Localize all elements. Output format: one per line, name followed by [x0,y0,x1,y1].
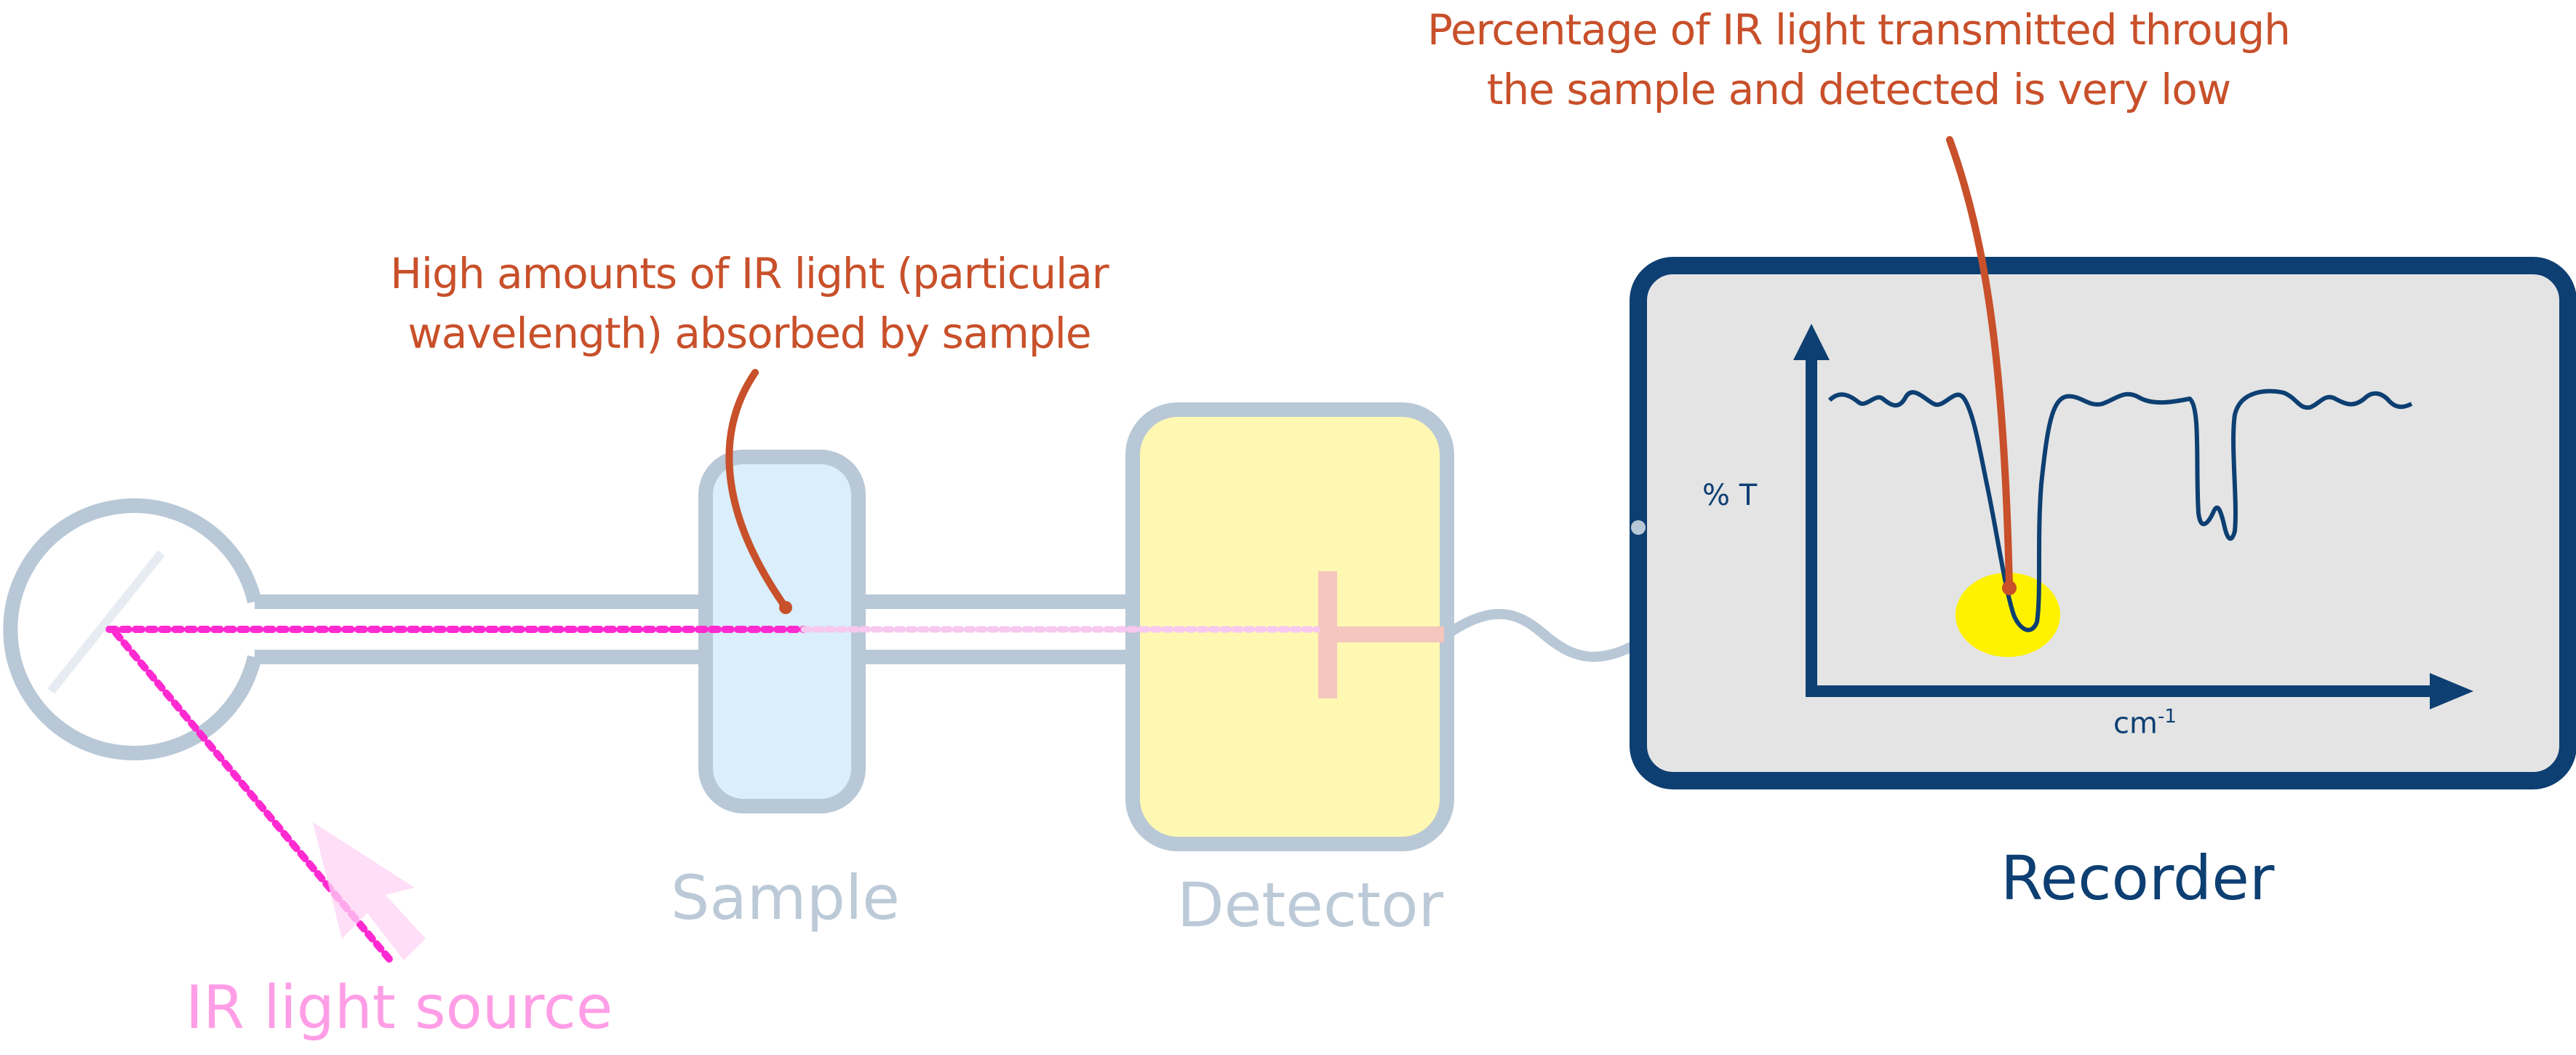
signal-cable [1444,608,1640,662]
y-axis-arrow-icon [1793,324,1830,360]
absorbed-pointer-dot [779,601,792,614]
source-label: IR light source [186,974,613,1043]
absorption-highlight [1955,573,2060,657]
sample-label: Sample [671,862,900,933]
x-axis-arrow-icon [2430,673,2473,709]
beam-tube-1 [255,594,709,664]
arrow-cursor-icon [313,822,426,960]
mirror-icon [47,550,165,694]
x-axis-label-unit: cm [2113,706,2158,741]
beam-tube-2 [858,594,1131,664]
recorder-label: Recorder [2001,843,2275,914]
transmitted-annotation: Percentage of IR light transmitted throu… [1368,0,2350,119]
y-axis-label: % T [1702,479,1758,512]
absorbed-pointer [725,369,789,611]
transmitted-pointer-dot [2002,581,2017,595]
x-axis-label-exponent: -1 [2157,706,2177,728]
x-axis-label: cm-1 [2113,706,2177,740]
transmitted-annotation-line1: Percentage of IR light transmitted throu… [1427,5,2291,55]
absorbed-annotation: High amounts of IR light (particular wav… [342,244,1157,363]
transmitted-pointer [1946,136,2013,589]
recorder-axes [1793,324,2473,709]
transmitted-annotation-line2: the sample and detected is very low [1486,65,2231,114]
detector-label: Detector [1177,869,1444,941]
spectrum-trace [1827,389,2413,632]
recorder-input-port [1631,520,1646,535]
absorbed-annotation-line2: wavelength) absorbed by sample [407,308,1091,358]
detector-element [1318,571,1444,698]
recorder-box [1630,257,2576,789]
absorbed-annotation-line1: High amounts of IR light (particular [390,249,1109,298]
